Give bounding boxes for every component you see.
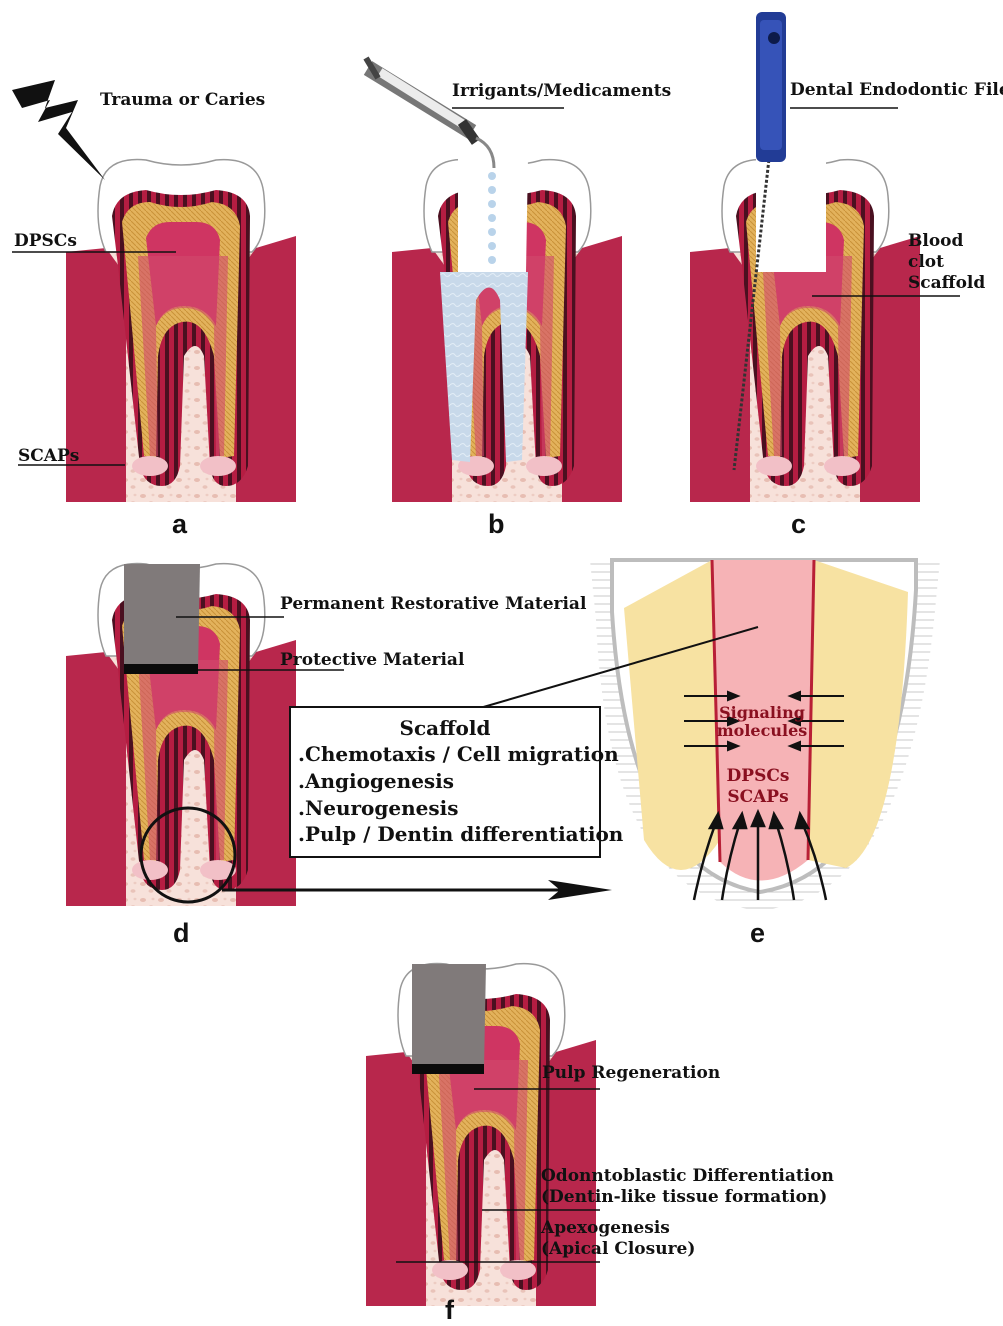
syringe-icon bbox=[366, 58, 494, 168]
label-signaling: Signaling bbox=[712, 704, 812, 722]
label-trauma-or-caries: Trauma or Caries bbox=[100, 90, 265, 110]
label-apical-closure: (Apical Closure) bbox=[541, 1239, 695, 1259]
panel-letter-f: f bbox=[445, 1295, 454, 1325]
scaffold-item-3: .Neurogenesis bbox=[298, 796, 458, 820]
label-pulp-regeneration: Pulp Regeneration bbox=[542, 1063, 720, 1083]
label-clot: clot bbox=[908, 252, 944, 272]
label-molecules: molecules bbox=[712, 722, 812, 740]
tooth-panel-a bbox=[66, 160, 296, 502]
scaffold-box-title: Scaffold bbox=[291, 716, 599, 740]
label-permanent-restorative-material: Permanent Restorative Material bbox=[280, 594, 586, 614]
panel-letter-e: e bbox=[750, 918, 765, 948]
scaffold-item-1: .Chemotaxis / Cell migration bbox=[298, 742, 619, 766]
label-irrigants-medicaments: Irrigants/Medicaments bbox=[452, 81, 671, 101]
scaffold-item-4: .Pulp / Dentin differentiation bbox=[298, 822, 623, 846]
lightning-icon bbox=[12, 80, 105, 180]
label-dpscs: DPSCs bbox=[14, 231, 77, 251]
label-blood: Blood bbox=[908, 231, 963, 251]
scaffold-item-2: .Angiogenesis bbox=[298, 769, 454, 793]
label-odontoblastic-differentiation: Odonntoblastic Differentiation bbox=[541, 1166, 834, 1186]
label-dental-endodontic-file: Dental Endodontic File bbox=[790, 80, 1003, 100]
label-dpscs-zoom: DPSCs bbox=[708, 767, 808, 785]
panel-letter-a: a bbox=[172, 509, 187, 539]
label-protective-material: Protective Material bbox=[280, 650, 464, 670]
label-scaps-zoom: SCAPs bbox=[708, 788, 808, 806]
panel-letter-c: c bbox=[791, 509, 806, 539]
label-apexogenesis: Apexogenesis bbox=[541, 1218, 670, 1238]
scaffold-box: Scaffold .Chemotaxis / Cell migration .A… bbox=[289, 706, 601, 858]
label-scaffold-c: Scaffold bbox=[908, 273, 985, 293]
panel-letter-b: b bbox=[488, 509, 505, 539]
label-dentin-like-tissue: (Dentin-like tissue formation) bbox=[541, 1187, 827, 1207]
panel-letter-d: d bbox=[173, 918, 190, 948]
label-scaps: SCAPs bbox=[18, 446, 79, 466]
